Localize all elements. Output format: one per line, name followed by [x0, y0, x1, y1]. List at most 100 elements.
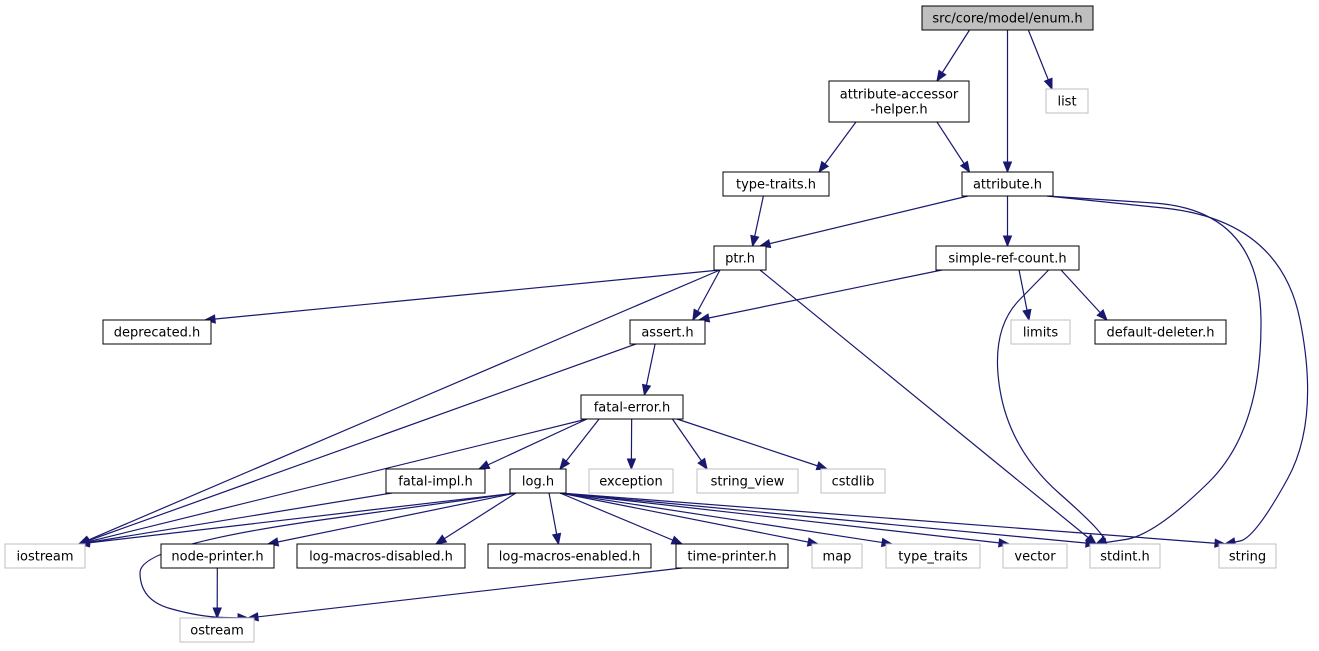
edge-fatal-impl-to-iostream [78, 492, 393, 545]
arrowhead [692, 308, 703, 322]
node-type-traits: type_traits [885, 543, 981, 569]
node-box [588, 468, 674, 494]
nodes: src/core/model/enum.h attribute-accessor-… [4, 5, 1277, 643]
node-label: cstdlib [832, 475, 875, 490]
edge-src-to-assert-h [698, 269, 943, 321]
node-label: attribute-accessor [840, 88, 959, 103]
node-label: time-printer.h [687, 550, 776, 565]
node-box [820, 468, 886, 494]
node-label: src/core/model/enum.h [932, 12, 1082, 27]
edge-ptr-h-to-stdint [759, 269, 1097, 545]
arrowhead [559, 457, 571, 471]
edge-attribute-h-to-stdint [1046, 195, 1262, 545]
node-node-printer[interactable]: node-printer.h [160, 543, 275, 569]
arrowhead [1094, 535, 1108, 545]
arrowhead [1043, 77, 1053, 91]
node-box [828, 80, 970, 123]
node-limits: limits [1010, 319, 1071, 345]
node-assert-h[interactable]: assert.h [629, 319, 706, 345]
node-label: fatal-error.h [594, 401, 671, 416]
node-string: string [1218, 543, 1277, 569]
edge-log-h-to-stdint [559, 492, 1097, 545]
node-box [1218, 543, 1277, 569]
node-label: deprecated.h [114, 326, 200, 341]
arrowhead [477, 460, 491, 470]
node-time-printer[interactable]: time-printer.h [675, 543, 789, 569]
edge-fatal-error-to-cstdlib [676, 418, 828, 470]
node-label: map [823, 550, 852, 565]
arrowhead [818, 160, 830, 174]
edge-log-h-to-lmd [435, 492, 517, 545]
node-box [1045, 88, 1089, 114]
node-label: ostream [190, 624, 244, 639]
node-label: vector [1014, 550, 1056, 565]
node-box [296, 543, 466, 569]
node-ostream: ostream [179, 617, 255, 643]
node-box [509, 468, 567, 494]
node-box [885, 543, 981, 569]
node-lme[interactable]: log-macros-enabled.h [487, 543, 652, 569]
edge-src-to-default-del [1060, 269, 1108, 321]
node-box [160, 543, 275, 569]
node-label: log.h [522, 475, 554, 490]
edge-enum-h-to-list [1027, 29, 1053, 90]
arrowhead [641, 383, 652, 397]
node-label: default-deleter.h [1107, 326, 1215, 341]
node-box [961, 171, 1054, 197]
arrowhead [1022, 308, 1032, 322]
edges [77, 29, 1309, 623]
node-label: assert.h [641, 326, 693, 341]
node-map: map [811, 543, 863, 569]
node-src[interactable]: simple-ref-count.h [935, 245, 1080, 271]
edge-src-to-stdint [996, 269, 1105, 545]
arrowhead [936, 69, 947, 83]
node-cstdlib: cstdlib [820, 468, 886, 494]
arrowhead [1002, 161, 1013, 174]
node-label: iostream [16, 550, 73, 565]
node-string-view: string_view [696, 468, 799, 494]
node-box [713, 245, 767, 271]
edge-attribute-h-to-ptr-h [759, 195, 969, 247]
arrowhead [626, 458, 637, 471]
node-label: node-printer.h [171, 550, 263, 565]
edge-attribute-h-to-string [1046, 195, 1309, 545]
node-enum-h[interactable]: src/core/model/enum.h [921, 5, 1094, 31]
node-deprecated-h[interactable]: deprecated.h [102, 319, 212, 345]
node-attribute-h[interactable]: attribute.h [961, 171, 1054, 197]
arrowhead [815, 461, 829, 471]
node-label: simple-ref-count.h [948, 252, 1066, 267]
node-box [675, 543, 789, 569]
arrowhead [551, 532, 562, 546]
node-label: type-traits.h [736, 178, 816, 193]
node-box [179, 617, 255, 643]
arrowhead [959, 160, 971, 174]
node-type-traits-h[interactable]: type-traits.h [722, 171, 830, 197]
edge-log-h-to-type-traits [559, 492, 893, 545]
node-list: list [1045, 88, 1089, 114]
node-box [629, 319, 706, 345]
node-stdint: stdint.h [1089, 543, 1161, 569]
edge-fatal-error-to-iostream [78, 418, 588, 545]
node-box [935, 245, 1080, 271]
node-label: type_traits [898, 550, 968, 565]
node-label: stdint.h [1100, 550, 1149, 565]
node-fatal-error[interactable]: fatal-error.h [580, 394, 684, 420]
node-label: ptr.h [725, 252, 755, 267]
node-box [1002, 543, 1068, 569]
node-iostream: iostream [4, 543, 86, 569]
node-label: fatal-impl.h [398, 475, 472, 490]
node-fatal-impl[interactable]: fatal-impl.h [385, 468, 486, 494]
node-ptr-h[interactable]: ptr.h [713, 245, 767, 271]
node-log-h[interactable]: log.h [509, 468, 567, 494]
edge-fatal-error-to-fatal-impl [478, 418, 588, 470]
node-box [1089, 543, 1161, 569]
node-default-del[interactable]: default-deleter.h [1094, 319, 1227, 345]
node-box [811, 543, 863, 569]
node-lmd[interactable]: log-macros-disabled.h [296, 543, 466, 569]
node-label: log-macros-disabled.h [309, 550, 453, 565]
node-label: string [1229, 550, 1266, 565]
node-attr-acc[interactable]: attribute-accessor-helper.h [828, 80, 970, 123]
node-box [722, 171, 830, 197]
edge-log-h-to-iostream [78, 492, 517, 545]
